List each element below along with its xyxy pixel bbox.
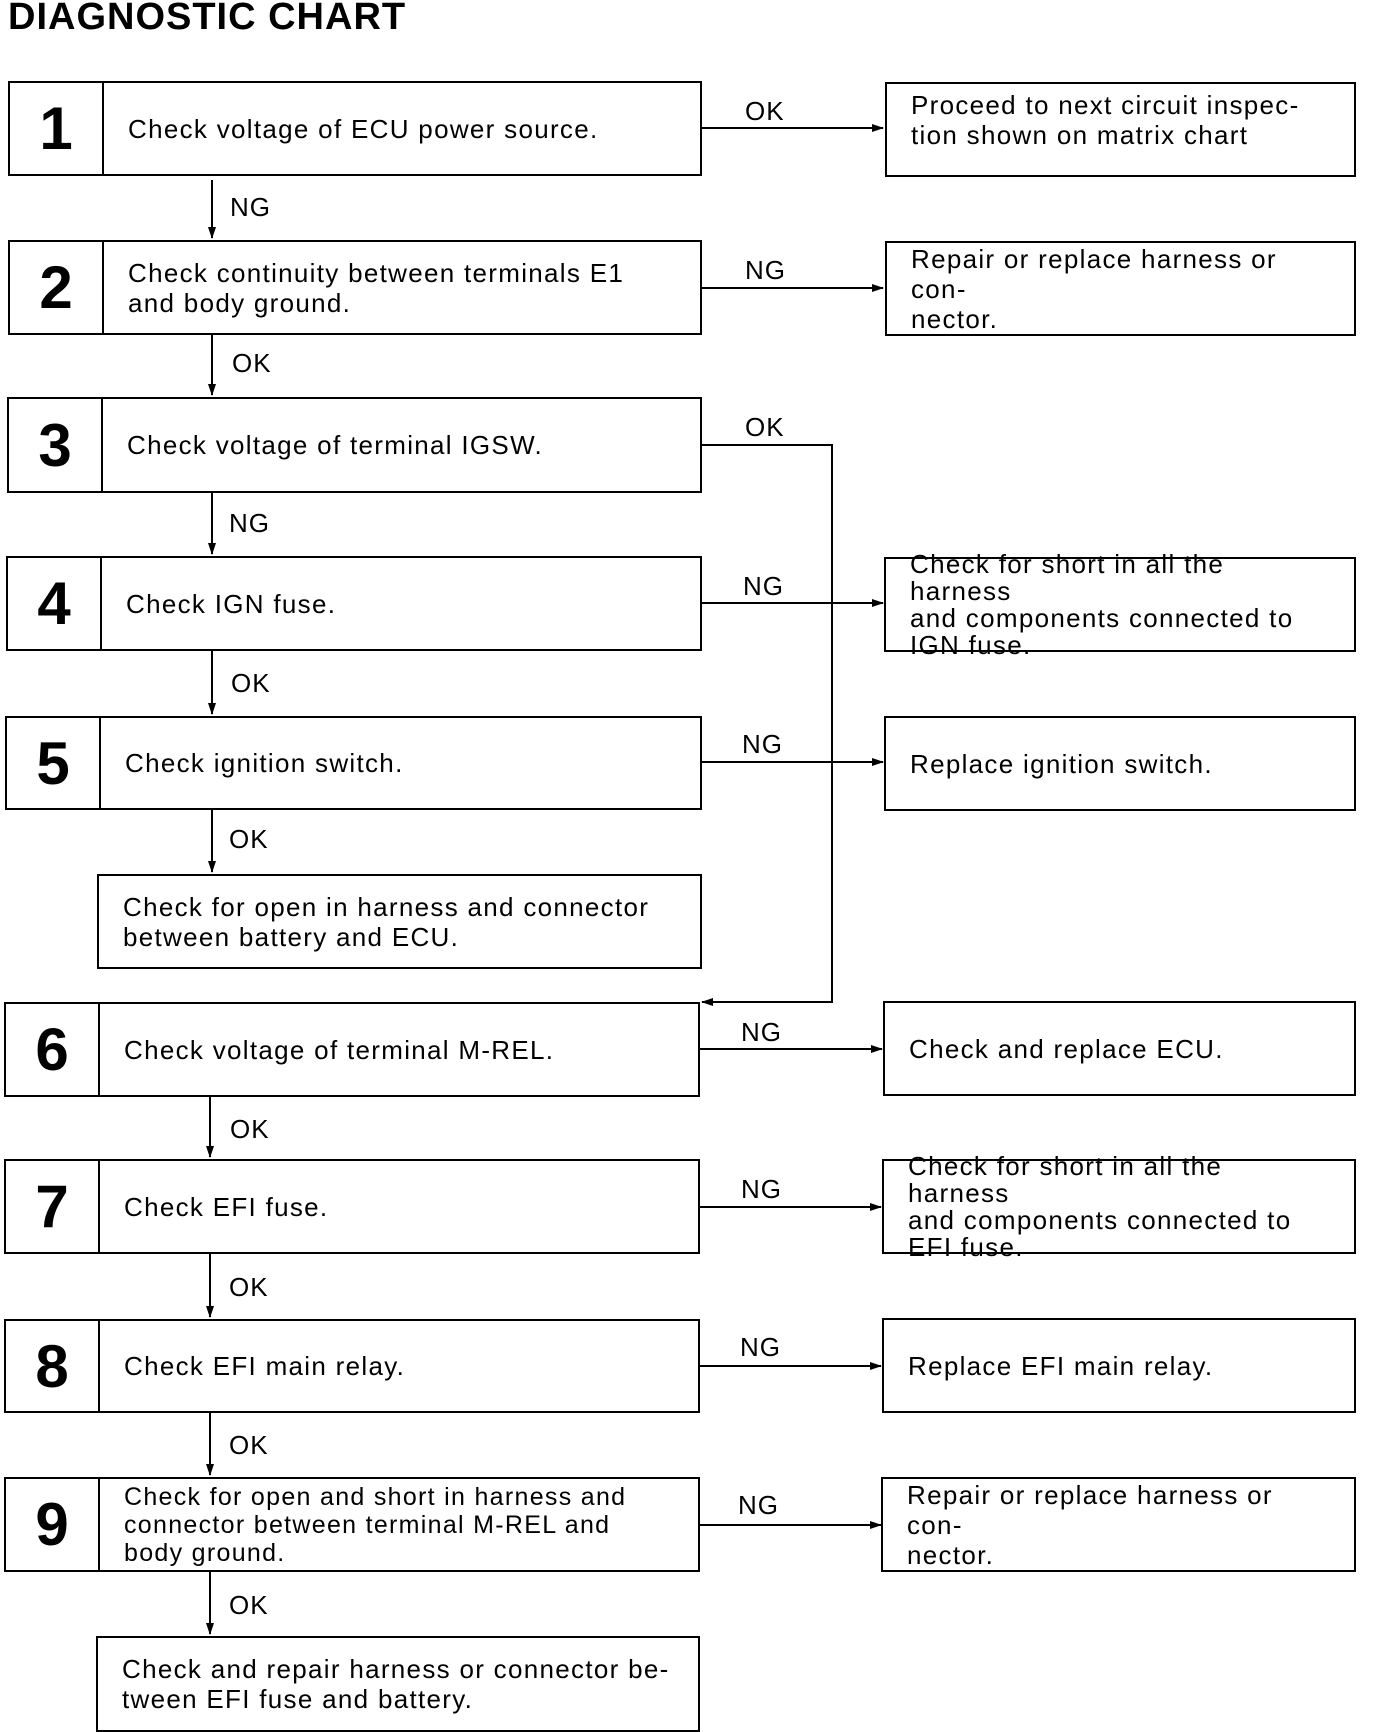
check-repair-harness-text: Check and repair harness or connector be… <box>122 1654 670 1714</box>
result-5-text: Replace ignition switch. <box>910 748 1213 779</box>
side-label-3: OK <box>745 412 785 442</box>
down-label-3: NG <box>229 508 270 538</box>
step-2-box: 2 Check continuity between terminals E1 … <box>8 240 702 335</box>
result-5-box: Replace ignition switch. <box>884 716 1356 811</box>
step-6-box: 6 Check voltage of terminal M-REL. <box>4 1002 700 1097</box>
result-4-box: Check for short in all the harness and c… <box>884 548 1356 660</box>
down-label-2: OK <box>232 348 272 378</box>
step-9-text: Check for open and short in harness and … <box>124 1482 627 1567</box>
result-8-box: Replace EFI main relay. <box>882 1318 1356 1413</box>
step-7-box: 7 Check EFI fuse. <box>4 1159 700 1254</box>
result-6-box: Check and replace ECU. <box>883 1001 1356 1096</box>
result-9-box: Repair or replace harness or con- nector… <box>881 1477 1356 1572</box>
step-1-text: Check voltage of ECU power source. <box>128 113 599 144</box>
arrow-step3-ok-to-step6 <box>701 444 833 1006</box>
side-label-9: NG <box>738 1490 779 1520</box>
check-open-harness-text: Check for open in harness and connector … <box>123 891 650 952</box>
step-5-box: 5 Check ignition switch. <box>5 716 702 810</box>
step-5-text: Check ignition switch. <box>125 748 404 778</box>
chart-title: DIAGNOSTIC CHART <box>8 0 407 38</box>
step-8-box: 8 Check EFI main relay. <box>4 1319 700 1413</box>
result-2-text: Repair or replace harness or con- nector… <box>911 243 1277 334</box>
check-open-harness-box: Check for open in harness and connector … <box>97 874 702 969</box>
step-7-number: 7 <box>6 1161 100 1252</box>
side-label-6: NG <box>741 1017 782 1047</box>
result-6-text: Check and replace ECU. <box>909 1033 1224 1064</box>
result-4-text: Check for short in all the harness and c… <box>910 548 1294 660</box>
step-1-box: 1 Check voltage of ECU power source. <box>8 81 702 176</box>
result-7-text: Check for short in all the harness and c… <box>908 1150 1292 1262</box>
down-label-4: OK <box>231 668 271 698</box>
result-9-text: Repair or replace harness or con- nector… <box>907 1479 1273 1570</box>
step-1-number: 1 <box>10 83 104 174</box>
result-2-box: Repair or replace harness or con- nector… <box>885 241 1356 336</box>
step-8-text: Check EFI main relay. <box>124 1351 406 1381</box>
step-9-number: 9 <box>6 1479 100 1570</box>
step-3-box: 3 Check voltage of terminal IGSW. <box>7 397 702 493</box>
side-label-8: NG <box>740 1332 781 1362</box>
step-9-box: 9 Check for open and short in harness an… <box>4 1477 700 1572</box>
down-label-8: OK <box>229 1430 269 1460</box>
result-8-text: Replace EFI main relay. <box>908 1350 1214 1381</box>
step-3-text: Check voltage of terminal IGSW. <box>127 430 544 460</box>
side-label-1: OK <box>745 96 785 126</box>
down-label-7: OK <box>229 1272 269 1302</box>
step-4-number: 4 <box>8 558 102 649</box>
step-6-number: 6 <box>6 1004 100 1095</box>
step-8-number: 8 <box>6 1321 100 1411</box>
result-1-text: Proceed to next circuit inspec- tion sho… <box>911 90 1300 150</box>
side-label-2: NG <box>745 255 786 285</box>
check-repair-harness-box: Check and repair harness or connector be… <box>96 1636 700 1732</box>
step-5-number: 5 <box>7 718 101 808</box>
step-6-text: Check voltage of terminal M-REL. <box>124 1034 555 1065</box>
side-label-7: NG <box>741 1174 782 1204</box>
down-label-6: OK <box>230 1114 270 1144</box>
side-label-5: NG <box>742 729 783 759</box>
step-4-text: Check IGN fuse. <box>126 588 337 619</box>
result-1-box: Proceed to next circuit inspec- tion sho… <box>885 82 1356 177</box>
down-label-5: OK <box>229 824 269 854</box>
step-2-number: 2 <box>10 242 104 333</box>
down-label-1: NG <box>230 192 271 222</box>
down-label-9: OK <box>229 1590 269 1620</box>
step-3-number: 3 <box>9 399 103 491</box>
step-2-text: Check continuity between terminals E1 an… <box>128 257 625 318</box>
side-label-4: NG <box>743 571 784 601</box>
step-7-text: Check EFI fuse. <box>124 1191 329 1222</box>
result-7-box: Check for short in all the harness and c… <box>882 1150 1356 1262</box>
step-4-box: 4 Check IGN fuse. <box>6 556 702 651</box>
